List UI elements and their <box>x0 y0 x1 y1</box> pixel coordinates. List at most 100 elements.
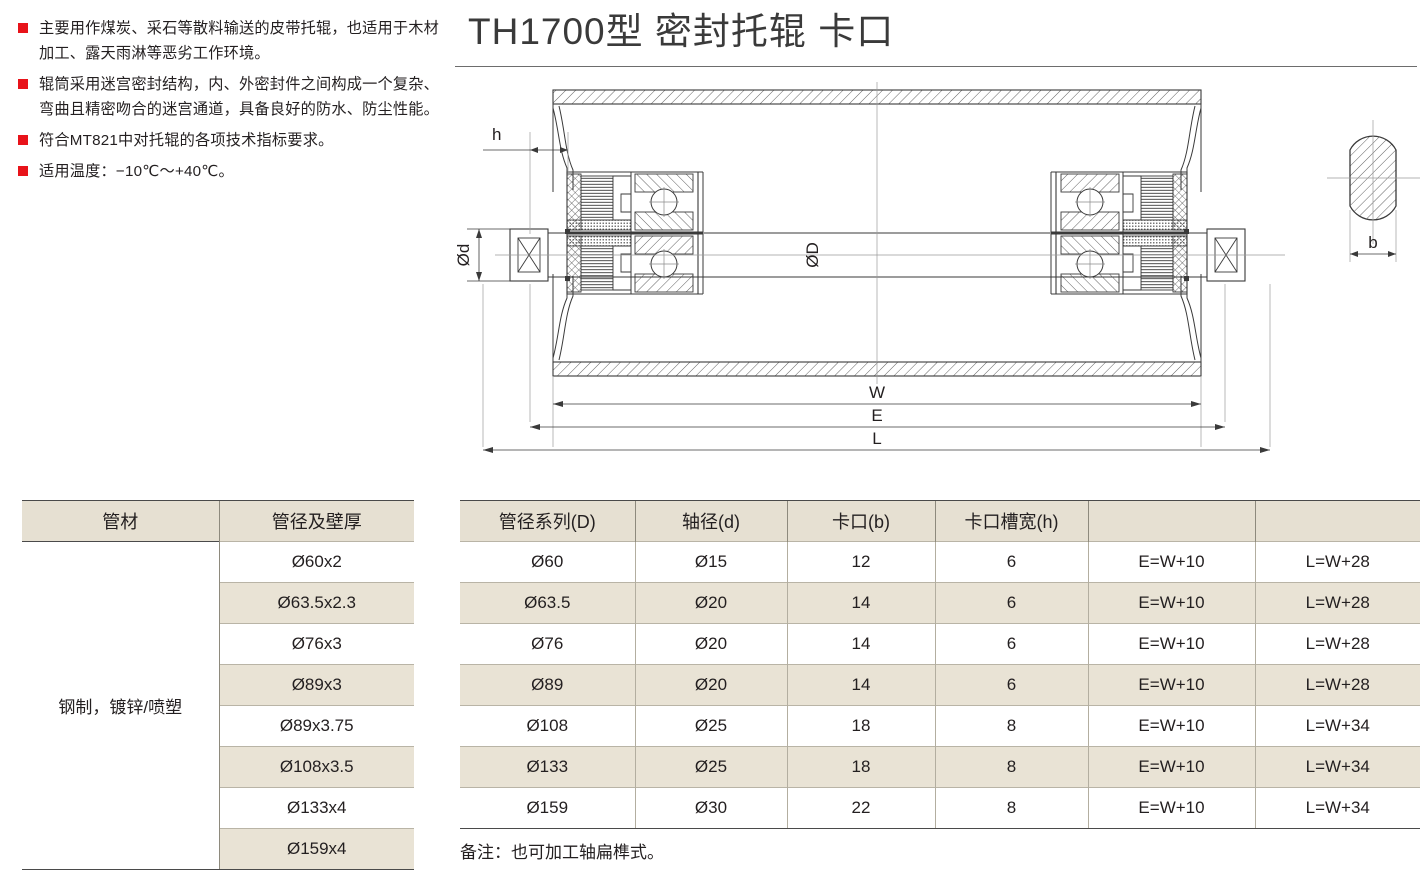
dimension-label-b: b <box>1368 233 1377 252</box>
spec-cell: Ø20 <box>634 623 787 665</box>
table-row: Ø89x3 <box>22 664 414 706</box>
dimension-label-shaft-dia: Ød <box>455 244 473 267</box>
table-row: Ø133x4 <box>22 787 414 829</box>
square-bullet-icon <box>18 79 28 89</box>
dimension-label-roller-dia: ØD <box>803 242 822 268</box>
column-header <box>1254 500 1420 542</box>
pipe-size-cell: Ø89x3 <box>218 664 414 706</box>
spec-cell: 22 <box>786 787 935 829</box>
spec-cell: E=W+10 <box>1087 746 1255 788</box>
spec-cell: E=W+10 <box>1087 787 1255 829</box>
list-item: 适用温度：−10℃～+40℃。 <box>18 159 443 184</box>
spec-cell: 18 <box>786 705 935 747</box>
dimension-label-l: L <box>872 429 881 448</box>
spec-cell: 14 <box>786 664 935 706</box>
feature-text: 符合MT821中对托辊的各项技术指标要求。 <box>39 132 334 149</box>
spec-cell: L=W+28 <box>1254 541 1420 583</box>
spec-cell: Ø63.5 <box>460 582 635 624</box>
spec-cell: L=W+34 <box>1254 787 1420 829</box>
technical-drawing: h Ød ØD W E L b <box>455 72 1420 467</box>
pipe-size-cell: Ø159x4 <box>218 828 414 870</box>
spec-cell: 6 <box>934 582 1088 624</box>
table-row: Ø89x3.75 <box>22 705 414 747</box>
spec-cell: 6 <box>934 664 1088 706</box>
column-header: 轴径(d) <box>634 500 787 542</box>
spec-cell: E=W+10 <box>1087 623 1255 665</box>
spec-cell: Ø76 <box>460 623 635 665</box>
dimension-label-e: E <box>871 406 882 425</box>
square-bullet-icon <box>18 23 28 33</box>
spec-cell: 14 <box>786 623 935 665</box>
list-item: 辊筒采用迷宫密封结构，内、外密封件之间构成一个复杂、弯曲且精密吻合的迷宫通道，具… <box>18 72 443 122</box>
spec-cell: E=W+10 <box>1087 705 1255 747</box>
spec-cell: Ø15 <box>634 541 787 583</box>
table-note: 备注：也可加工轴扁榫式。 <box>460 843 664 862</box>
spec-cell: L=W+34 <box>1254 746 1420 788</box>
pipe-size-cell: Ø133x4 <box>218 787 414 829</box>
spec-cell: L=W+34 <box>1254 705 1420 747</box>
spec-cell: Ø20 <box>634 664 787 706</box>
feature-text: 适用温度：−10℃～+40℃。 <box>39 163 234 180</box>
spec-cell: L=W+28 <box>1254 623 1420 665</box>
feature-text: 辊筒采用迷宫密封结构，内、外密封件之间构成一个复杂、弯曲且精密吻合的迷宫通道，具… <box>39 76 440 118</box>
spec-cell: Ø25 <box>634 705 787 747</box>
spec-cell: 6 <box>934 541 1088 583</box>
pipe-size-cell: Ø63.5x2.3 <box>218 582 414 624</box>
spec-cell: Ø20 <box>634 582 787 624</box>
page-title: TH1700型 密封托辊 卡口 <box>468 11 895 52</box>
spec-cell: Ø25 <box>634 746 787 788</box>
spec-cell: 18 <box>786 746 935 788</box>
spec-cell: Ø89 <box>460 664 635 706</box>
column-header: 卡口槽宽(h) <box>934 500 1088 542</box>
spec-cell: Ø133 <box>460 746 635 788</box>
table-row: Ø63.5x2.3 <box>22 582 414 624</box>
spec-cell: Ø159 <box>460 787 635 829</box>
square-bullet-icon <box>18 166 28 176</box>
table-header-row: 管材管径及壁厚 <box>22 500 414 542</box>
spec-cell: 8 <box>934 705 1088 747</box>
column-header: 管材 <box>22 500 219 542</box>
feature-list: 主要用作煤炭、采石等散料输送的皮带托辊，也适用于木材加工、露天雨淋等恶劣工作环境… <box>18 16 443 190</box>
column-header: 管径系列(D) <box>460 500 635 542</box>
pipe-size-cell: Ø76x3 <box>218 623 414 665</box>
pipe-size-cell: Ø60x2 <box>218 541 414 583</box>
spec-cell: E=W+10 <box>1087 582 1255 624</box>
spec-cell: Ø60 <box>460 541 635 583</box>
column-header <box>1087 500 1255 542</box>
spec-cell: 6 <box>934 623 1088 665</box>
list-item: 符合MT821中对托辊的各项技术指标要求。 <box>18 128 443 153</box>
spec-cell: 8 <box>934 787 1088 829</box>
spec-cell: Ø108 <box>460 705 635 747</box>
pipe-size-cell: Ø89x3.75 <box>218 705 414 747</box>
spec-cell: L=W+28 <box>1254 582 1420 624</box>
table-row: Ø159x4 <box>22 828 414 870</box>
list-item: 主要用作煤炭、采石等散料输送的皮带托辊，也适用于木材加工、露天雨淋等恶劣工作环境… <box>18 16 443 66</box>
spec-cell: 12 <box>786 541 935 583</box>
spec-cell: 8 <box>934 746 1088 788</box>
table-header-row: 管径系列(D)轴径(d)卡口(b)卡口槽宽(h) <box>460 500 1420 542</box>
pipe-size-cell: Ø108x3.5 <box>218 746 414 788</box>
dimension-label-h: h <box>492 125 501 144</box>
table-row: Ø108x3.5 <box>22 746 414 788</box>
title-divider <box>455 66 1417 67</box>
square-bullet-icon <box>18 135 28 145</box>
column-header: 管径及壁厚 <box>218 500 414 542</box>
spec-cell: 14 <box>786 582 935 624</box>
column-header: 卡口(b) <box>786 500 935 542</box>
spec-cell: L=W+28 <box>1254 664 1420 706</box>
spec-cell: E=W+10 <box>1087 541 1255 583</box>
feature-text: 主要用作煤炭、采石等散料输送的皮带托辊，也适用于木材加工、露天雨淋等恶劣工作环境… <box>39 20 440 62</box>
spec-cell: Ø30 <box>634 787 787 829</box>
table-row: Ø76x3 <box>22 623 414 665</box>
